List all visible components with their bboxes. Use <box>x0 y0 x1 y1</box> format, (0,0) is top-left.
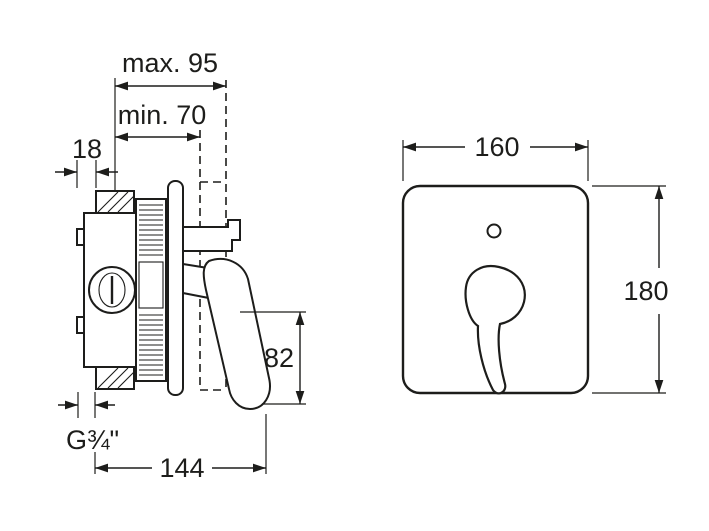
dim-label-body-depth: 18 <box>72 134 102 164</box>
dimension-thread: G¾" <box>58 392 119 455</box>
dim-label-thread: G¾" <box>66 425 119 455</box>
dimension-plate-width: 160 <box>402 132 589 181</box>
escutcheon-plate-side <box>167 180 184 396</box>
outlet-stub <box>182 219 241 252</box>
front-view-drawing: 160 180 <box>401 132 669 395</box>
cartridge-housing <box>135 198 167 382</box>
dim-label-plate-height: 180 <box>623 276 668 306</box>
dim-label-plate-width: 160 <box>474 132 519 162</box>
dimension-body-depth: 18 <box>55 134 118 188</box>
side-view-drawing: max. 95 min. 70 18 82 G¾" <box>55 48 306 483</box>
dim-label-min-depth: min. 70 <box>118 100 207 130</box>
handle-front <box>464 264 526 395</box>
bottom-port-hatching <box>97 367 135 389</box>
wall-surface-dashed-lines <box>199 80 227 391</box>
dim-label-handle-drop: 82 <box>264 343 294 373</box>
handle-lever-side <box>202 258 271 411</box>
dim-label-total-depth: 144 <box>159 453 204 483</box>
thread-hatching <box>139 204 163 376</box>
top-port-hatching <box>97 191 135 213</box>
dim-label-max-depth: max. 95 <box>122 48 218 78</box>
dimension-min-depth: min. 70 <box>115 100 207 142</box>
diverter-button <box>486 223 502 239</box>
dimension-plate-height: 180 <box>592 185 669 394</box>
valve-body <box>76 190 137 390</box>
dimension-max-depth: max. 95 <box>114 48 226 192</box>
dimension-handle-drop: 82 <box>240 311 306 405</box>
dimension-total-depth: 144 <box>94 414 267 483</box>
